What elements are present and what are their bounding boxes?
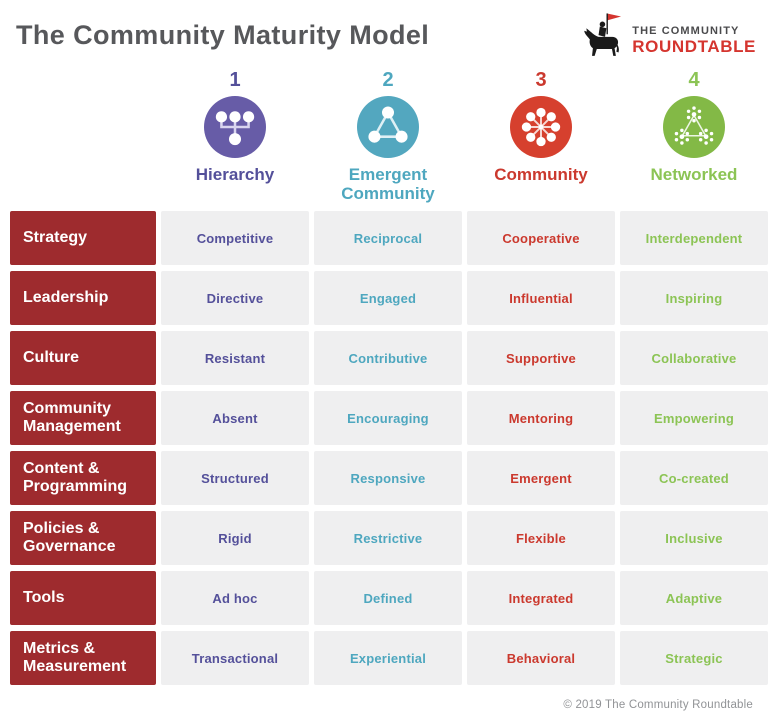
table-cell: Experiential: [314, 631, 462, 685]
table-cell: Structured: [161, 451, 309, 505]
table-cell: Engaged: [314, 271, 462, 325]
row-header: Community Management: [10, 391, 156, 445]
stage-number: 4: [688, 69, 700, 91]
row-header: Policies & Governance: [10, 511, 156, 565]
table-cell: Supportive: [467, 331, 615, 385]
hierarchy-icon: [204, 96, 266, 158]
maturity-stage-header: 2 Emergent Community: [314, 68, 462, 203]
table-cell: Competitive: [161, 211, 309, 265]
table-cell: Resistant: [161, 331, 309, 385]
company-logo: THE COMMUNITY ROUNDTABLE: [576, 10, 756, 62]
stage-number: 1: [229, 69, 241, 91]
stage-label: Community: [494, 165, 588, 184]
stage-label: Emergent Community: [341, 165, 435, 203]
copyright-notice: © 2019 The Community Roundtable: [563, 699, 753, 711]
table-cell: Co-created: [620, 451, 768, 505]
maturity-stage-header: 3 Community: [467, 68, 615, 203]
table-cell: Behavioral: [467, 631, 615, 685]
table-cell: Rigid: [161, 511, 309, 565]
maturity-stage-header: 4 Networked: [620, 68, 768, 203]
table-cell: Emergent: [467, 451, 615, 505]
hub-spoke-icon: [510, 96, 572, 158]
table-cell: Cooperative: [467, 211, 615, 265]
row-header: Leadership: [10, 271, 156, 325]
logo-line-the-community: THE COMMUNITY: [632, 25, 740, 38]
row-header: Culture: [10, 331, 156, 385]
table-cell: Collaborative: [620, 331, 768, 385]
table-cell: Defined: [314, 571, 462, 625]
table-cell: Responsive: [314, 451, 462, 505]
stage-number: 3: [535, 69, 547, 91]
cluster-network-icon: [663, 96, 725, 158]
maturity-stage-header: 1 Hierarchy: [161, 68, 309, 203]
table-cell: Interdependent: [620, 211, 768, 265]
stage-label: Networked: [650, 165, 738, 184]
row-header: Metrics & Measurement: [10, 631, 156, 685]
table-cell: Contributive: [314, 331, 462, 385]
stage-number: 2: [382, 69, 394, 91]
table-cell: Mentoring: [467, 391, 615, 445]
table-cell: Empowering: [620, 391, 768, 445]
table-cell: Restrictive: [314, 511, 462, 565]
triangle-network-icon: [357, 96, 419, 158]
table-cell: Ad hoc: [161, 571, 309, 625]
table-cell: Strategic: [620, 631, 768, 685]
stage-label: Hierarchy: [195, 165, 275, 184]
page-title: The Community Maturity Model: [16, 20, 430, 50]
table-cell: Directive: [161, 271, 309, 325]
table-cell: Integrated: [467, 571, 615, 625]
row-header: Strategy: [10, 211, 156, 265]
table-cell: Inspiring: [620, 271, 768, 325]
table-cell: Transactional: [161, 631, 309, 685]
table-cell: Inclusive: [620, 511, 768, 565]
table-cell: Flexible: [467, 511, 615, 565]
logo-line-roundtable: ROUNDTABLE: [632, 36, 756, 56]
table-cell: Reciprocal: [314, 211, 462, 265]
logo-text: THE COMMUNITY ROUNDTABLE: [632, 16, 756, 55]
row-header: Content & Programming: [10, 451, 156, 505]
table-cell: Adaptive: [620, 571, 768, 625]
knight-on-horse-with-flag-icon: [584, 13, 622, 56]
table-cell: Encouraging: [314, 391, 462, 445]
table-cell: Absent: [161, 391, 309, 445]
row-header: Tools: [10, 571, 156, 625]
table-cell: Influential: [467, 271, 615, 325]
column-headers: 1 Hierarchy 2 Emergent Community 3: [10, 68, 768, 203]
